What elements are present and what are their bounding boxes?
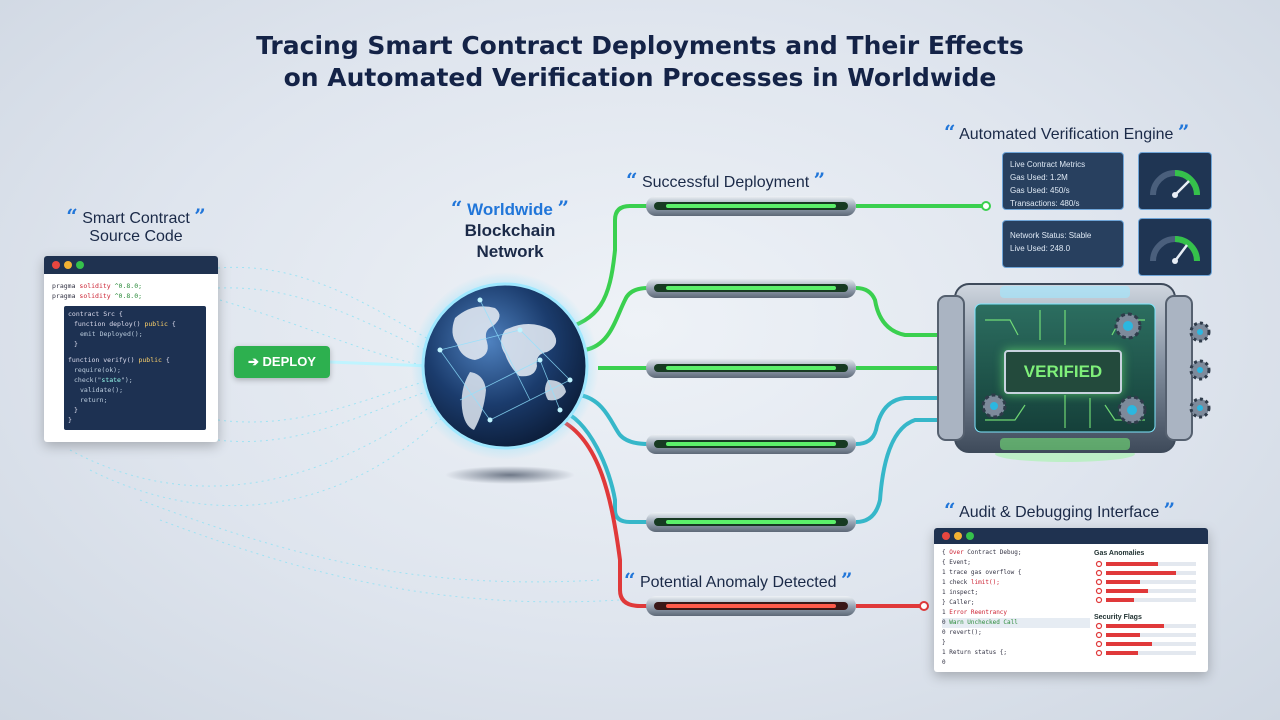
audit-window: { Over Contract Debug; { Event; 1 trace … [934, 528, 1208, 672]
metric-line: Live Contract Metrics [1010, 160, 1086, 169]
gear-icon [1189, 397, 1211, 419]
window-titlebar [934, 528, 1208, 544]
code-line: } [942, 639, 946, 646]
quote-close-icon: ” [840, 568, 853, 592]
metric-line: Gas Used: 450/s [1010, 186, 1070, 195]
capsule-success-5 [646, 512, 856, 532]
quote-close-icon: ” [194, 204, 206, 228]
code-line: function verify() public { [68, 356, 170, 364]
minimize-dot [954, 532, 962, 540]
engine-label: “ Automated Verification Engine ” [944, 120, 1189, 144]
code-line: check("state"); [74, 376, 133, 384]
anomaly-label-text: Potential Anomaly Detected [639, 574, 837, 591]
audit-label-text: Audit & Debugging Interface [959, 504, 1160, 521]
quote-open-icon: “ [450, 196, 463, 220]
close-dot [52, 261, 60, 269]
audit-code-pane: { Over Contract Debug; { Event; 1 trace … [942, 548, 1090, 666]
gauge-icon [1138, 152, 1212, 210]
code-editor-pane: contract Src { function deploy() public … [64, 306, 206, 430]
network-label-line-3: Network [476, 242, 544, 261]
metric-line: Live Used: 248.0 [1010, 244, 1071, 253]
code-line: { Over Contract Debug; [942, 549, 1022, 556]
code-line: pragma solidity ^0.8.0; [52, 282, 143, 290]
success-label-text: Successful Deployment [641, 174, 810, 191]
gear-icon [1189, 321, 1211, 343]
quote-close-icon: ” [813, 168, 826, 192]
title-line-2: on Automated Verification Processes in W… [283, 63, 997, 92]
quote-open-icon: “ [624, 568, 636, 592]
network-status-panel: Network Status: Stable Live Used: 248.0 [1002, 220, 1124, 268]
quote-open-icon: “ [944, 120, 956, 144]
network-label-line-1: Worldwide [467, 200, 553, 219]
code-line: validate(); [80, 386, 124, 394]
metric-line: Network Status: Stable [1010, 231, 1092, 240]
code-line: 1 check limit(); [942, 579, 1000, 586]
deploy-button[interactable]: ➔ DEPLOY [234, 346, 330, 378]
minimize-dot [64, 261, 72, 269]
engine-label-text: Automated Verification Engine [959, 126, 1174, 143]
engine-connectors [855, 201, 991, 611]
security-flags-header: Security Flags [1094, 614, 1142, 621]
gear-icon [1189, 359, 1211, 381]
network-label-line-2: Blockchain [464, 221, 556, 240]
code-line-highlight: 0 Warn Unchecked Call [942, 618, 1090, 628]
code-line: require(ok); [74, 366, 121, 374]
gear-icon [1114, 312, 1142, 340]
audit-bars [1095, 560, 1196, 657]
quote-close-icon: ” [557, 196, 570, 220]
capsule-success-4 [646, 434, 856, 454]
anomaly-label: “ Potential Anomaly Detected ” [624, 568, 853, 592]
capsule-success-1 [646, 196, 856, 216]
gauge-icon [1138, 218, 1212, 276]
capsule-success-2 [646, 278, 856, 298]
globe-icon [411, 272, 599, 484]
page-title: Tracing Smart Contract Deployments and T… [140, 30, 1140, 94]
source-code-window: pragma solidity ^0.8.0; pragma solidity … [44, 256, 218, 442]
code-line: 0 revert(); [942, 629, 982, 636]
live-metrics-panel: Live Contract Metrics Gas Used: 1.2M Gas… [1002, 152, 1124, 210]
code-line: } [74, 406, 78, 414]
capsule-success-3 [646, 358, 856, 378]
code-line: function deploy() public { [74, 320, 176, 328]
maximize-dot [966, 532, 974, 540]
code-line: contract Src { [68, 310, 123, 318]
code-line: } Caller; [942, 599, 975, 606]
source-label-line-1: Smart Contract [82, 210, 190, 227]
code-line: 1 trace gas overflow { [942, 569, 1022, 576]
code-line: { Event; [942, 559, 971, 566]
code-line: return; [80, 396, 108, 404]
code-line: 1 inspect; [942, 589, 979, 596]
code-line: 1 Error Reentrancy [942, 609, 1008, 616]
maximize-dot [76, 261, 84, 269]
data-streams [69, 266, 621, 603]
source-label-line-2: Source Code [89, 228, 183, 245]
success-label: “ Successful Deployment ” [626, 168, 825, 192]
audit-label: “ Audit & Debugging Interface ” [944, 498, 1175, 522]
code-line: emit Deployed(); [80, 330, 143, 338]
quote-open-icon: “ [66, 204, 78, 228]
quote-close-icon: ” [1177, 120, 1190, 144]
capsule-anomaly [646, 596, 856, 616]
window-titlebar [44, 256, 218, 274]
close-dot [942, 532, 950, 540]
metric-line: Gas Used: 1.2M [1010, 173, 1068, 182]
quote-open-icon: “ [626, 168, 638, 192]
code-line: } [74, 340, 78, 348]
metric-line: Transactions: 480/s [1010, 199, 1080, 208]
network-label: “ Worldwide ” Blockchain Network [420, 198, 600, 262]
code-line: 1 Return status {; [942, 649, 1008, 656]
source-code-label: “ Smart Contract ” Source Code [56, 205, 216, 248]
code-line: } [68, 416, 72, 424]
gear-icon [981, 393, 1007, 419]
gear-icon [1117, 395, 1147, 425]
quote-close-icon: ” [1163, 498, 1176, 522]
code-line: 0 [942, 659, 946, 666]
gas-anomalies-header: Gas Anomalies [1094, 550, 1145, 557]
quote-open-icon: “ [944, 498, 956, 522]
network-connectors [559, 204, 649, 608]
title-line-1: Tracing Smart Contract Deployments and T… [256, 31, 1024, 60]
verified-badge: VERIFIED [1004, 350, 1122, 394]
code-line: pragma solidity ^0.8.0; [52, 292, 143, 300]
